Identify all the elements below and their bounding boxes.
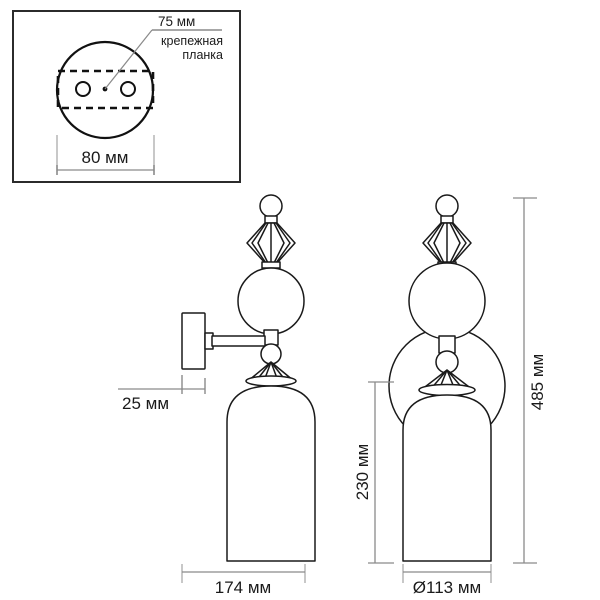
lantern-rib-1-front [427,222,443,264]
finial-neck-side [264,215,278,224]
lamp-side-view [181,194,316,562]
shade-side [226,385,316,562]
skirt-lower-ring-side [245,375,297,387]
lamp-front-view [388,194,506,562]
skirt-lower-ring-front [418,383,476,397]
inset-callout-label-line1: крепежная [161,34,223,48]
inset-width-dimension: 80 мм [81,148,128,167]
diameter-front-dimension-label: Ø113 мм [413,578,481,597]
finial-ball-side [259,194,283,218]
screw-hole-left [75,81,91,97]
inset-callout-label-line2: планка [182,48,223,62]
lantern-rib-5-side [275,222,291,264]
wall-plate-side [181,312,206,370]
lantern-rib-4-side [273,222,285,264]
small-sphere-side [260,343,282,365]
dimension-projection: 25 мм [118,375,206,413]
width-side-dimension-label: 174 мм [215,578,271,597]
shade-height-dimension-label: 230 мм [353,444,372,500]
callout-leader-line [104,29,153,90]
total-height-dimension-label: 485 мм [528,354,547,410]
shade-front [402,394,492,562]
dimension-width-side: 174 мм [181,564,306,597]
sphere-base-collar-side [263,329,279,346]
screw-hole-right [120,81,136,97]
finial-neck-front [440,215,454,224]
dimension-diameter-front: Ø113 мм [402,564,492,597]
finial-ball-front [435,194,459,218]
lantern-rib-4-front [449,222,461,264]
lantern-base-collar-side [261,261,281,269]
support-arm-side [211,335,266,347]
lantern-rib-2-side [257,222,269,264]
bracket-dashed-rect [56,69,155,110]
inset-callout-dimension: 75 мм [158,14,195,29]
large-sphere-front [408,262,486,340]
projection-dimension-label: 25 мм [122,394,169,413]
lantern-rib-2-front [433,222,445,264]
large-sphere-side [237,267,305,335]
dimension-shade-height: 230 мм [353,381,394,564]
dimension-total-height: 485 мм [513,197,547,564]
inset-detail-group: 75 мм крепежная планка 80 мм [12,10,241,183]
lantern-rib-5-front [451,222,467,264]
lantern-rib-1-side [251,222,267,264]
